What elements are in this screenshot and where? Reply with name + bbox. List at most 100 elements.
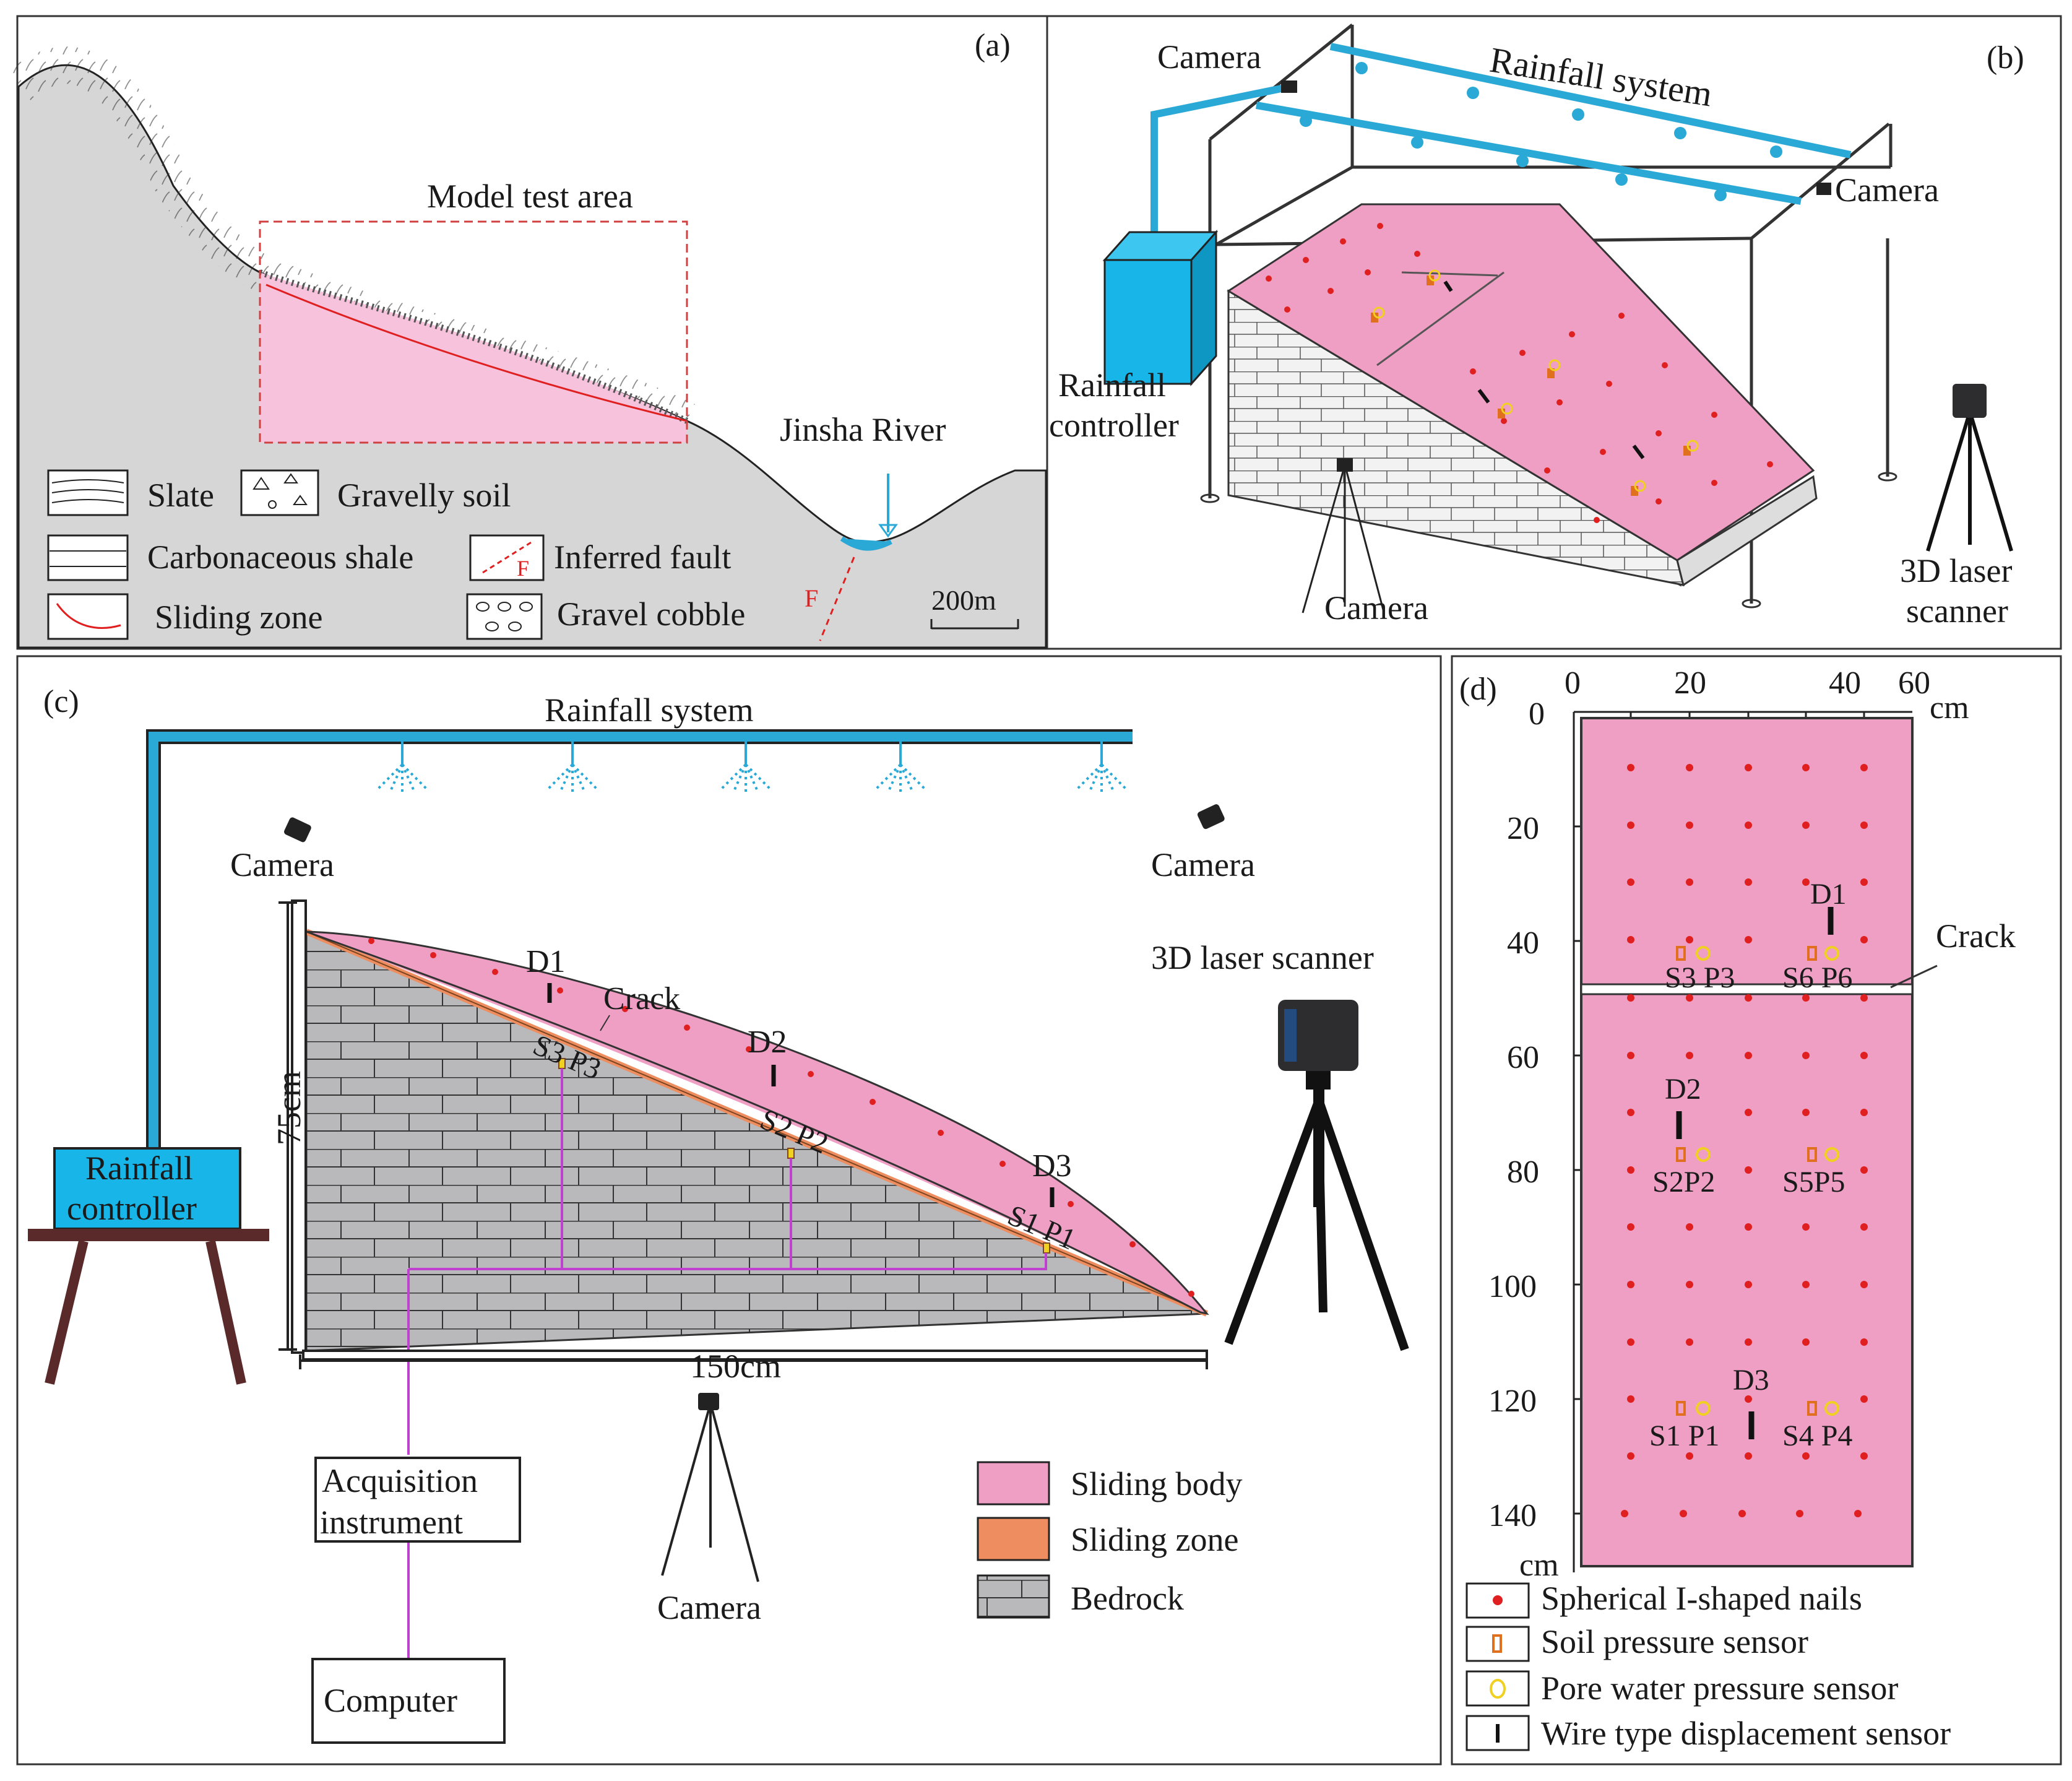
c-crack: Crack	[603, 981, 680, 1016]
legend-gravelly-soil: Gravelly soil	[337, 477, 511, 514]
panel-c-label: (c)	[43, 684, 79, 719]
slate-swatch	[47, 469, 129, 516]
model-test-area-label: Model test area	[427, 178, 633, 215]
legend-nails: Spherical I-shaped nails	[1541, 1580, 1862, 1617]
panel-a-label: (a)	[975, 28, 1011, 63]
b-controller-line2: controller	[1049, 407, 1179, 444]
river-arrow-icon	[878, 524, 898, 538]
legend-bedrock: Bedrock	[1071, 1580, 1184, 1617]
river-label: Jinsha River	[780, 411, 946, 448]
panel-a-legend: Slate Gravelly soil Carbonaceous shale F…	[47, 469, 745, 640]
d-ytick-40: 40	[1507, 925, 1539, 961]
c-bedrock	[305, 930, 1207, 1352]
fault-mark: F	[805, 584, 818, 612]
b-controller-line1: Rainfall	[1058, 366, 1166, 404]
c-controller-line2: controller	[67, 1190, 197, 1227]
c-length-label: 150cm	[690, 1348, 781, 1385]
d-s3p3: S3 P3	[1665, 961, 1735, 994]
b-camera-top-label: Camera	[1157, 38, 1261, 76]
d-s2p2: S2P2	[1652, 1166, 1715, 1198]
c-table-top	[28, 1229, 269, 1241]
legend-sliding-zone: Sliding zone	[155, 599, 322, 636]
fault-line	[819, 557, 855, 641]
computer-label: Computer	[324, 1682, 457, 1719]
legend-bedrock-swatch	[977, 1574, 1050, 1619]
panel-b: (b) Rainfall controller	[1049, 24, 2024, 630]
b-camera-bottom-icon	[1337, 458, 1353, 472]
d-ytick-140: 140	[1488, 1498, 1537, 1533]
acq-line2: instrument	[320, 1504, 463, 1541]
c-camera-bottom-icon	[698, 1393, 719, 1410]
panel-d: (d) 0 20 40 60 cm 0 20 40 60 80 100 120 …	[1459, 665, 2016, 1752]
rain-nozzles	[1300, 62, 1782, 201]
c-nails	[368, 938, 1194, 1297]
d-xtick-0: 0	[1565, 665, 1581, 701]
legend-inferred-fault: Inferred fault	[554, 539, 731, 576]
c-wires	[407, 1068, 1047, 1659]
legend-soil: Soil pressure sensor	[1541, 1623, 1808, 1660]
panel-a: Model test area (a) Jinsha River F 200m …	[6, 28, 1047, 649]
acquisition-instrument-box	[314, 1457, 521, 1543]
d-ytick-20: 20	[1507, 811, 1539, 846]
d-y-unit: cm	[1519, 1548, 1559, 1583]
sliding-zone-swatch	[47, 593, 129, 640]
b-sliding-body	[1227, 203, 1815, 561]
d-d1: D1	[1810, 878, 1847, 911]
d-xtick-60: 60	[1898, 665, 1930, 701]
legend-carbonaceous-shale: Carbonaceous shale	[147, 539, 413, 576]
b-scanner-line2: scanner	[1906, 592, 2008, 630]
c-scanner-icon	[1278, 1000, 1358, 1071]
gravelly-soil-layer	[259, 269, 689, 424]
c-d1: D1	[526, 944, 566, 979]
d-ytick-100: 100	[1488, 1269, 1537, 1304]
panel-c-frame	[16, 655, 1442, 1766]
panel-d-label: (d)	[1459, 672, 1497, 707]
river-water	[840, 536, 892, 551]
d-s5p5: S5P5	[1782, 1166, 1845, 1198]
b-camera-right-label: Camera	[1835, 171, 1939, 209]
c-camera-right-label: Camera	[1151, 846, 1255, 883]
c-dimensions	[278, 899, 1208, 1369]
legend-pore: Pore water pressure sensor	[1541, 1670, 1898, 1707]
panel-d-frame	[1451, 655, 2062, 1766]
legend-sliding-zone-swatch	[977, 1517, 1050, 1561]
legend-soil-swatch	[1466, 1626, 1530, 1662]
c-sliding-body	[306, 930, 1209, 1315]
rainfall-controller-box	[1103, 259, 1193, 385]
d-xtick-40: 40	[1829, 665, 1861, 701]
rain-pipe-1	[1329, 43, 1852, 158]
carbonaceous-shale-swatch	[47, 534, 129, 581]
b-sensors	[1371, 269, 1699, 496]
legend-pore-swatch	[1466, 1670, 1530, 1707]
panel-b-frame	[1046, 15, 2062, 650]
gravelly-soil-swatch	[240, 469, 319, 516]
d-s6p6: S6 P6	[1782, 961, 1852, 994]
rain-pipe-2	[1255, 102, 1802, 205]
controller-pipe	[1150, 83, 1292, 238]
legend-wire: Wire type displacement sensor	[1541, 1715, 1951, 1752]
c-d3: D3	[1032, 1148, 1072, 1184]
d-d3: D3	[1733, 1364, 1769, 1397]
acq-line1: Acquisition	[322, 1462, 478, 1499]
d-ytick-80: 80	[1507, 1155, 1539, 1190]
legend-slate: Slate	[147, 477, 214, 514]
d-ytick-120: 120	[1488, 1384, 1537, 1419]
gravel-cobble-swatch	[466, 593, 543, 640]
model-sliding-mass	[260, 272, 687, 443]
legend-sliding-zone-c: Sliding zone	[1071, 1521, 1238, 1558]
d-x-unit: cm	[1930, 690, 1969, 726]
c-height-label: 75cm	[270, 1071, 308, 1145]
c-d2: D2	[748, 1025, 787, 1060]
c-camera-left-label: Camera	[230, 846, 334, 883]
c-scanner-label: 3D laser scanner	[1151, 939, 1374, 976]
c-camera-bottom-label: Camera	[657, 1589, 761, 1626]
b-camera-right-icon	[1816, 183, 1831, 195]
legend-sliding-body: Sliding body	[1071, 1465, 1243, 1502]
sliding-zone-line	[265, 284, 688, 422]
panel-c: (c) Rainfall system Camera Camera 3D las…	[28, 684, 1409, 1744]
d-xtick-20: 20	[1674, 665, 1706, 701]
legend-sliding-body-swatch	[977, 1461, 1050, 1506]
d-nails	[1621, 764, 1868, 1517]
legend-gravel-cobble: Gravel cobble	[557, 596, 745, 633]
